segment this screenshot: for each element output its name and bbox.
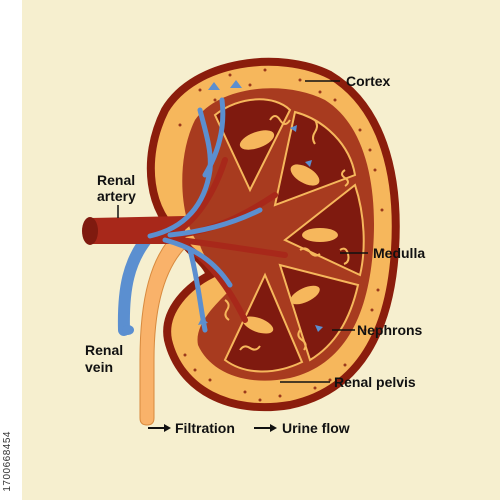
renal-artery	[90, 216, 185, 244]
right-arrow-icon	[148, 424, 171, 432]
renal-vein-end	[122, 325, 134, 335]
cortex-speckles	[178, 68, 385, 402]
minor-calyces	[239, 130, 338, 334]
ureter	[139, 229, 191, 426]
legend-urine-flow: Urine flow	[282, 420, 350, 436]
legend: Filtration Urine flow	[148, 420, 350, 436]
leader-lines	[117, 80, 368, 383]
renal-artery-end	[82, 217, 98, 245]
label-medulla: Medulla	[373, 245, 425, 261]
label-renal-vein-1: Renal	[85, 342, 123, 358]
legend-filtration: Filtration	[175, 420, 235, 436]
stock-sidebar: 1700668454	[0, 0, 22, 500]
right-arrow-icon	[254, 424, 277, 432]
nephron-loops	[224, 115, 350, 351]
filtration-arrows	[198, 80, 323, 332]
label-nephrons: Nephrons	[357, 322, 423, 338]
label-renal-vein-2: vein	[85, 359, 113, 375]
label-renal-pelvis: Renal pelvis	[334, 374, 416, 390]
label-renal-artery-2: artery	[97, 188, 136, 204]
label-cortex: Cortex	[346, 73, 391, 89]
label-renal-artery-1: Renal	[97, 172, 135, 188]
